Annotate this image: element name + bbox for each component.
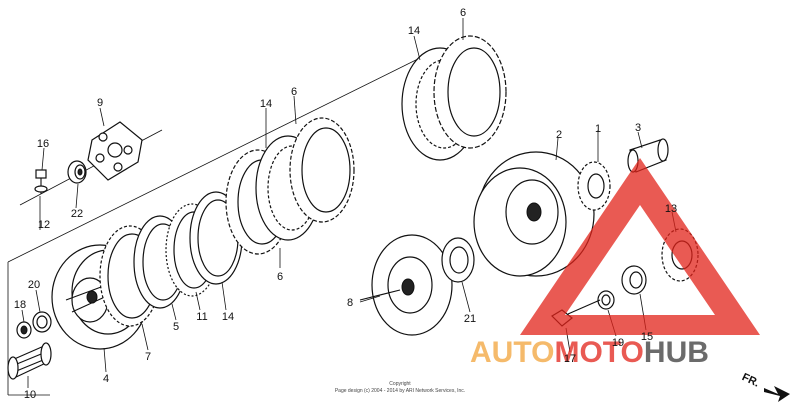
watermark-auto: AUTO: [470, 336, 554, 369]
part-label-19: 19: [612, 337, 624, 349]
copyright-title: Copyright: [389, 381, 411, 387]
friction-disc-6a: [289, 117, 355, 223]
part-label-14a: 14: [408, 25, 420, 37]
part-label-20: 20: [28, 279, 40, 291]
part-label-15: 15: [641, 331, 653, 343]
washer-20: [32, 311, 52, 333]
part-label-8: 8: [347, 297, 353, 309]
spring-10: [7, 342, 52, 380]
clutch-center-8: [359, 234, 453, 336]
watermark-text: AUTOMOTOHUB: [470, 336, 709, 369]
part-label-6b: 6: [277, 271, 283, 283]
part-label-3: 3: [635, 122, 641, 134]
part-label-17: 17: [564, 353, 576, 365]
part-labels: 1 2 3 4 5 6 6 6 7 8 9 10 11 12 13 14 14 …: [14, 7, 677, 401]
part-label-18: 18: [14, 299, 26, 311]
part-label-6c: 6: [460, 7, 466, 19]
washer-12: [34, 185, 48, 193]
watermark-moto: MOTO: [554, 336, 643, 369]
lock-nut-15: [621, 265, 647, 295]
washer-19: [597, 290, 615, 310]
part-label-14b: 14: [260, 98, 272, 110]
part-label-13: 13: [665, 203, 677, 215]
oil-pump-gear-1: [577, 161, 611, 211]
part-label-9: 9: [97, 97, 103, 109]
part-label-11: 11: [196, 311, 207, 323]
clutch-outer-2: [473, 151, 595, 277]
part-label-6a: 6: [291, 86, 297, 98]
lifter-plate-9: [87, 121, 143, 181]
friction-disc-6c: [433, 35, 507, 149]
nut-18: [16, 321, 32, 339]
watermark-hub: HUB: [644, 336, 709, 369]
part-label-16: 16: [37, 138, 49, 150]
part-label-1: 1: [595, 123, 601, 135]
front-arrow-icon: [764, 386, 790, 402]
front-label: FR.: [740, 371, 761, 389]
watermark: AUTOMOTOHUB: [470, 158, 760, 369]
part-label-4: 4: [103, 373, 109, 385]
part-label-10: 10: [24, 389, 36, 401]
part-label-5: 5: [173, 321, 179, 333]
bearing-22: [67, 160, 87, 184]
part-label-21: 21: [464, 313, 476, 325]
part-label-22: 22: [71, 208, 83, 220]
part-label-7: 7: [145, 351, 151, 363]
front-direction-indicator: FR.: [740, 371, 790, 402]
part-label-14c: 14: [222, 311, 234, 323]
copyright-text: Page design (c) 2004 - 2014 by ARI Netwo…: [335, 388, 465, 394]
part-label-12: 12: [38, 219, 50, 231]
watermark-triangle: [520, 158, 760, 335]
thrust-washer-21: [441, 237, 475, 283]
part-label-2: 2: [556, 129, 562, 141]
